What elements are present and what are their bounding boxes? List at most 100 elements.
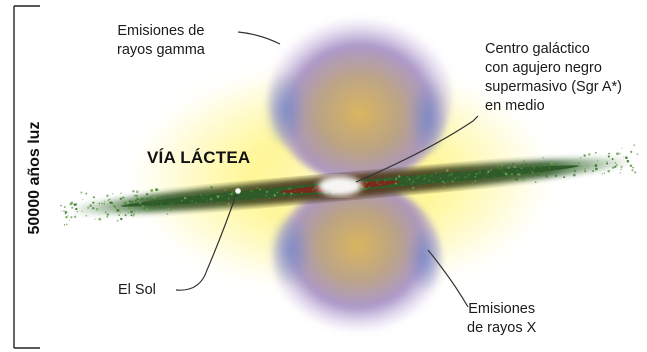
star-dot bbox=[166, 213, 169, 215]
star-dot bbox=[227, 197, 230, 200]
star-dot bbox=[311, 188, 314, 191]
star-dot bbox=[523, 160, 525, 162]
star-dot bbox=[584, 170, 586, 173]
star-dot bbox=[221, 195, 224, 198]
star-dot bbox=[71, 206, 74, 209]
xray-bubble-bottom bbox=[268, 182, 443, 342]
star-dot bbox=[92, 196, 95, 199]
star-dot bbox=[412, 178, 415, 181]
star-dot bbox=[500, 164, 503, 167]
star-dot bbox=[98, 217, 102, 221]
star-dot bbox=[394, 182, 398, 185]
star-dot bbox=[120, 192, 122, 194]
star-dot bbox=[156, 201, 158, 203]
star-dot bbox=[193, 194, 195, 196]
star-dot bbox=[441, 180, 445, 183]
star-dot bbox=[136, 198, 139, 201]
star-dot bbox=[116, 208, 120, 212]
star-dot bbox=[66, 223, 68, 225]
star-dot bbox=[632, 166, 634, 169]
star-dot bbox=[270, 187, 272, 189]
star-dot bbox=[362, 187, 365, 190]
star-dot bbox=[595, 167, 598, 171]
star-dot bbox=[131, 210, 133, 213]
galactic-core bbox=[318, 176, 362, 196]
diagram-title: VÍA LÁCTEA bbox=[147, 148, 251, 167]
star-dot bbox=[633, 144, 636, 147]
star-dot bbox=[118, 214, 120, 217]
sun-marker bbox=[235, 188, 241, 194]
star-dot bbox=[145, 210, 148, 213]
star-dot bbox=[119, 211, 121, 214]
star-dot bbox=[384, 179, 387, 182]
star-dot bbox=[544, 164, 546, 166]
star-dot bbox=[132, 214, 135, 217]
star-dot bbox=[134, 199, 138, 203]
star-dot bbox=[206, 200, 208, 202]
star-dot bbox=[510, 173, 514, 176]
star-dot bbox=[473, 176, 477, 179]
star-dot bbox=[412, 186, 415, 189]
star-dot bbox=[538, 166, 542, 169]
star-dot bbox=[630, 150, 633, 154]
star-dot bbox=[531, 171, 534, 174]
star-dot bbox=[80, 191, 83, 194]
star-dot bbox=[496, 169, 499, 171]
star-dot bbox=[614, 165, 617, 168]
star-dot bbox=[149, 209, 152, 212]
star-dot bbox=[206, 193, 209, 196]
star-dot bbox=[200, 194, 202, 196]
star-dot bbox=[98, 202, 101, 205]
star-dot bbox=[538, 172, 540, 174]
star-dot bbox=[85, 192, 88, 195]
star-dot bbox=[223, 202, 225, 204]
star-dot bbox=[64, 210, 68, 214]
star-dot bbox=[138, 201, 140, 203]
star-dot bbox=[583, 154, 586, 157]
star-dot bbox=[184, 196, 187, 200]
star-dot bbox=[514, 166, 516, 169]
star-dot bbox=[294, 190, 296, 193]
star-dot bbox=[634, 171, 637, 174]
star-dot bbox=[595, 151, 597, 154]
star-dot bbox=[103, 203, 105, 205]
star-dot bbox=[573, 169, 577, 173]
star-dot bbox=[119, 197, 122, 200]
star-dot bbox=[601, 173, 603, 175]
star-dot bbox=[301, 186, 303, 188]
star-dot bbox=[387, 177, 389, 179]
star-dot bbox=[259, 188, 262, 191]
star-dot bbox=[450, 173, 453, 177]
star-dot bbox=[629, 164, 633, 167]
star-dot bbox=[536, 173, 540, 177]
star-dot bbox=[614, 162, 617, 164]
star-dot bbox=[253, 198, 256, 201]
star-dot bbox=[463, 175, 467, 179]
star-dot bbox=[224, 188, 227, 192]
star-dot bbox=[520, 176, 523, 179]
star-dot bbox=[621, 147, 623, 149]
star-dot bbox=[532, 166, 536, 169]
star-dot bbox=[513, 175, 515, 177]
star-dot bbox=[73, 203, 76, 206]
star-dot bbox=[418, 185, 421, 187]
star-dot bbox=[160, 202, 162, 204]
star-dot bbox=[533, 173, 536, 176]
star-dot bbox=[231, 190, 235, 194]
star-dot bbox=[67, 215, 69, 217]
star-dot bbox=[510, 167, 512, 169]
star-dot bbox=[130, 214, 133, 217]
sun-leader bbox=[175, 194, 237, 291]
star-dot bbox=[435, 172, 437, 174]
star-dot bbox=[145, 208, 149, 211]
star-dot bbox=[490, 166, 492, 168]
star-dot bbox=[277, 188, 279, 191]
star-dot bbox=[145, 204, 147, 207]
star-dot bbox=[545, 174, 548, 177]
star-dot bbox=[166, 195, 169, 198]
star-dot bbox=[279, 193, 281, 195]
star-dot bbox=[376, 179, 380, 183]
star-dot bbox=[298, 186, 301, 188]
star-dot bbox=[313, 195, 315, 197]
star-dot bbox=[261, 201, 264, 204]
